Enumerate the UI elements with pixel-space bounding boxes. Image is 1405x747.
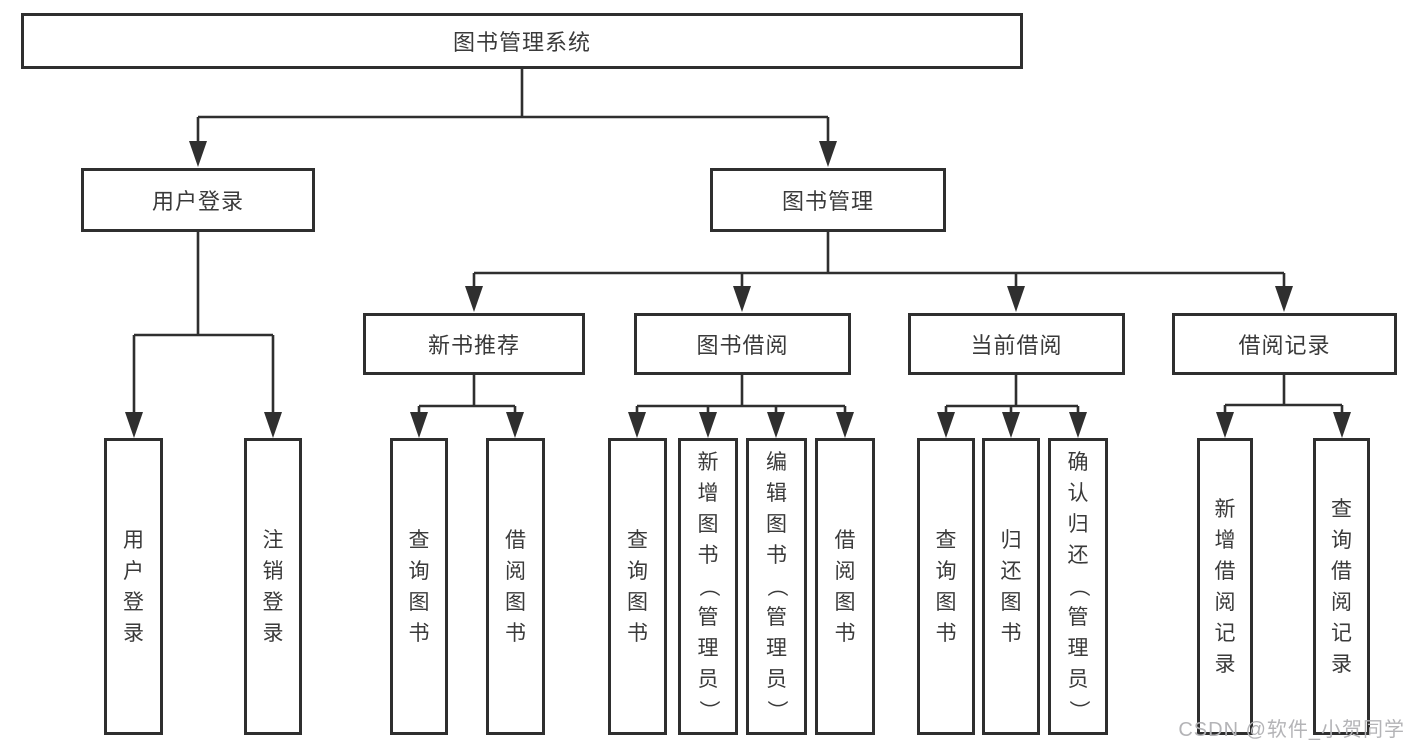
leaf-query-books-recommend: 查询图书	[390, 438, 448, 735]
node-label: 图书管理	[781, 189, 874, 214]
leaf-query-books-current: 查询图书	[917, 438, 975, 735]
leaf-label: 确认归还（管理员）	[1066, 451, 1090, 721]
leaf-user-login: 用户登录	[104, 438, 163, 735]
leaf-label: 归还图书	[1000, 528, 1022, 645]
node-borrowing-records: 借阅记录	[1172, 313, 1397, 375]
node-label: 当前借阅	[970, 333, 1063, 358]
node-label: 新书推荐	[427, 333, 520, 358]
leaf-borrow-books: 借阅图书	[815, 438, 875, 735]
leaf-query-borrow-record: 查询借阅记录	[1313, 438, 1370, 735]
node-label: 图书借阅	[696, 333, 789, 358]
node-label: 用户登录	[151, 189, 244, 214]
node-book-borrowing: 图书借阅	[634, 313, 851, 375]
leaf-return-books: 归还图书	[982, 438, 1040, 735]
leaf-logout: 注销登录	[244, 438, 302, 735]
leaf-label: 借阅图书	[834, 528, 856, 645]
leaf-add-borrow-record: 新增借阅记录	[1197, 438, 1253, 735]
leaf-borrow-books-recommend: 借阅图书	[486, 438, 545, 735]
leaf-label: 查询图书	[627, 528, 648, 645]
leaf-label: 新增图书（管理员）	[696, 451, 720, 721]
leaf-query-books-borrow: 查询图书	[608, 438, 667, 735]
leaf-label: 查询借阅记录	[1331, 497, 1352, 676]
leaf-label: 借阅图书	[505, 528, 526, 645]
leaf-add-books-admin: 新增图书（管理员）	[678, 438, 738, 735]
leaf-edit-books-admin: 编辑图书（管理员）	[746, 438, 807, 735]
leaf-confirm-return-admin: 确认归还（管理员）	[1048, 438, 1108, 735]
leaf-label: 查询图书	[935, 528, 957, 645]
leaf-label: 新增借阅记录	[1214, 497, 1236, 676]
node-new-book-recommend: 新书推荐	[363, 313, 585, 375]
node-user-login: 用户登录	[81, 168, 315, 232]
leaf-label: 编辑图书（管理员）	[765, 451, 788, 721]
node-library-management-system: 图书管理系统	[21, 13, 1023, 69]
csdn-watermark: CSDN @软件_小贺同学	[1178, 719, 1405, 741]
node-book-management: 图书管理	[710, 168, 946, 232]
node-label: 借阅记录	[1238, 333, 1331, 358]
leaf-label: 用户登录	[123, 528, 144, 645]
node-current-borrowing: 当前借阅	[908, 313, 1125, 375]
leaf-label: 查询图书	[408, 528, 430, 645]
node-label: 图书管理系统	[452, 30, 591, 55]
leaf-label: 注销登录	[262, 528, 284, 645]
